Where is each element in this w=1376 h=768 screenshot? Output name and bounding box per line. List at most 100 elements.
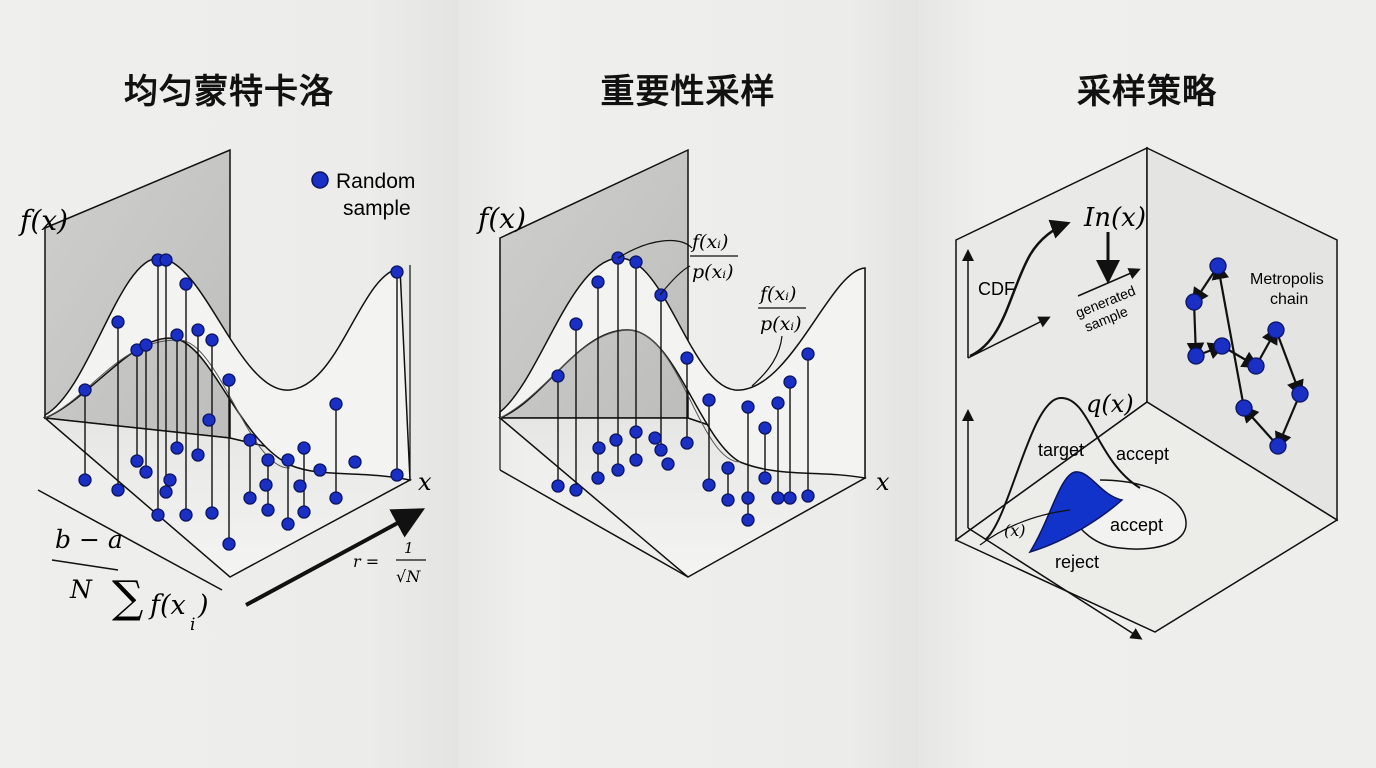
sample-point — [771, 491, 785, 505]
formula-sum: ∑ — [112, 572, 143, 623]
chain-step — [1211, 261, 1246, 409]
sample-point — [721, 493, 735, 507]
legend-label: Random — [336, 170, 415, 193]
importance-sampling-diagram: f(xᵢ) p(xᵢ) f(xᵢ) p(xᵢ) f(x) x — [476, 148, 890, 578]
sample-point — [191, 448, 205, 462]
target-label: target — [1038, 440, 1084, 460]
sample-point — [741, 400, 755, 414]
sample-point — [163, 473, 177, 487]
formula-function: f(x — [148, 590, 186, 621]
sample-point — [721, 461, 735, 475]
chain-step — [1186, 301, 1205, 361]
sample-point — [329, 397, 343, 411]
ratio-numerator: f(xᵢ) — [690, 231, 728, 253]
sample-point — [259, 478, 273, 492]
sample-point — [654, 443, 668, 457]
sample-point — [1267, 321, 1285, 339]
sample-point — [654, 288, 668, 302]
formula-subscript: i — [190, 615, 195, 635]
sample-point — [78, 473, 92, 487]
metropolis-label: Metropolis — [1250, 271, 1324, 288]
metropolis-label: chain — [1270, 291, 1308, 308]
sample-point — [680, 351, 694, 365]
formula-fraction-bar — [51, 559, 119, 571]
sample-point — [569, 317, 583, 331]
sample-point — [1185, 293, 1203, 311]
sample-point — [741, 491, 755, 505]
sample-point — [281, 453, 295, 467]
sample-point — [111, 483, 125, 497]
sample-point — [609, 433, 623, 447]
sample-point — [741, 513, 755, 527]
sample-point — [1209, 257, 1227, 275]
sample-point — [179, 508, 193, 522]
sample-point — [1247, 357, 1265, 375]
ratio-numerator: f(xᵢ) — [758, 283, 796, 305]
sample-point — [648, 431, 662, 445]
sample-point — [202, 413, 216, 427]
panel-title: 采样策略 — [1077, 72, 1217, 112]
sample-point — [680, 436, 694, 450]
sample-point — [130, 454, 144, 468]
sample-point — [592, 441, 606, 455]
rate-denominator: √N — [396, 567, 421, 586]
formula-denominator: N — [69, 575, 93, 604]
sample-point — [191, 323, 205, 337]
formula-numerator: b − a — [55, 525, 123, 554]
sample-point — [551, 479, 565, 493]
sample-point — [801, 347, 815, 361]
legend-label: sample — [343, 197, 411, 220]
sample-point — [297, 441, 311, 455]
sample-point — [551, 369, 565, 383]
sample-point — [1213, 337, 1231, 355]
sample-point — [702, 393, 716, 407]
sample-point — [78, 383, 92, 397]
legend-sample-marker — [311, 171, 329, 189]
sample-point — [1187, 347, 1205, 365]
sample-point — [297, 505, 311, 519]
chain-step — [1274, 329, 1304, 399]
cdf-label: CDF — [978, 279, 1015, 299]
sample-point — [281, 517, 295, 531]
sampling-strategy-diagram: CDF In(x) generated sample Metropolis ch… — [954, 146, 1339, 640]
uniform-mc-diagram: Random sample f(x) x b − a N ∑ f(x i ) r… — [18, 148, 432, 635]
sample-point — [758, 471, 772, 485]
sample-point — [702, 478, 716, 492]
accept-label: accept — [1110, 515, 1163, 535]
sample-point — [591, 275, 605, 289]
proposal-filled — [1028, 471, 1124, 554]
sample-point — [1235, 399, 1253, 417]
sample-point — [783, 375, 797, 389]
cdf-curve — [969, 219, 1071, 358]
sample-point — [313, 463, 327, 477]
sample-point — [159, 485, 173, 499]
sample-point — [629, 255, 643, 269]
panel-title: 重要性采样 — [600, 72, 776, 112]
sample-point — [611, 463, 625, 477]
sample-point — [390, 468, 404, 482]
q-label: q(x) — [1086, 390, 1134, 418]
rate-numerator: 1 — [404, 539, 414, 557]
sample-point — [151, 508, 165, 522]
ratio-denominator: p(xᵢ) — [760, 313, 802, 335]
sample-point — [348, 455, 362, 469]
sample-point — [758, 421, 772, 435]
sample-point — [1269, 437, 1287, 455]
ratio-denominator: p(xᵢ) — [692, 261, 734, 283]
x-small-label: (x) — [1004, 521, 1026, 540]
fx-label: f(x) — [476, 202, 526, 235]
sample-point — [222, 537, 236, 551]
chain-step — [1275, 393, 1302, 451]
formula-close: ) — [197, 590, 209, 621]
fx-label: f(x) — [18, 204, 68, 237]
convergence-arrow — [245, 508, 426, 607]
target-curve — [984, 396, 1141, 541]
sample-point — [293, 479, 307, 493]
sample-point — [629, 453, 643, 467]
sample-point — [261, 503, 275, 517]
sample-point — [771, 396, 785, 410]
sample-point — [783, 491, 797, 505]
sample-point — [205, 506, 219, 520]
rate-lhs: r = — [353, 552, 379, 571]
